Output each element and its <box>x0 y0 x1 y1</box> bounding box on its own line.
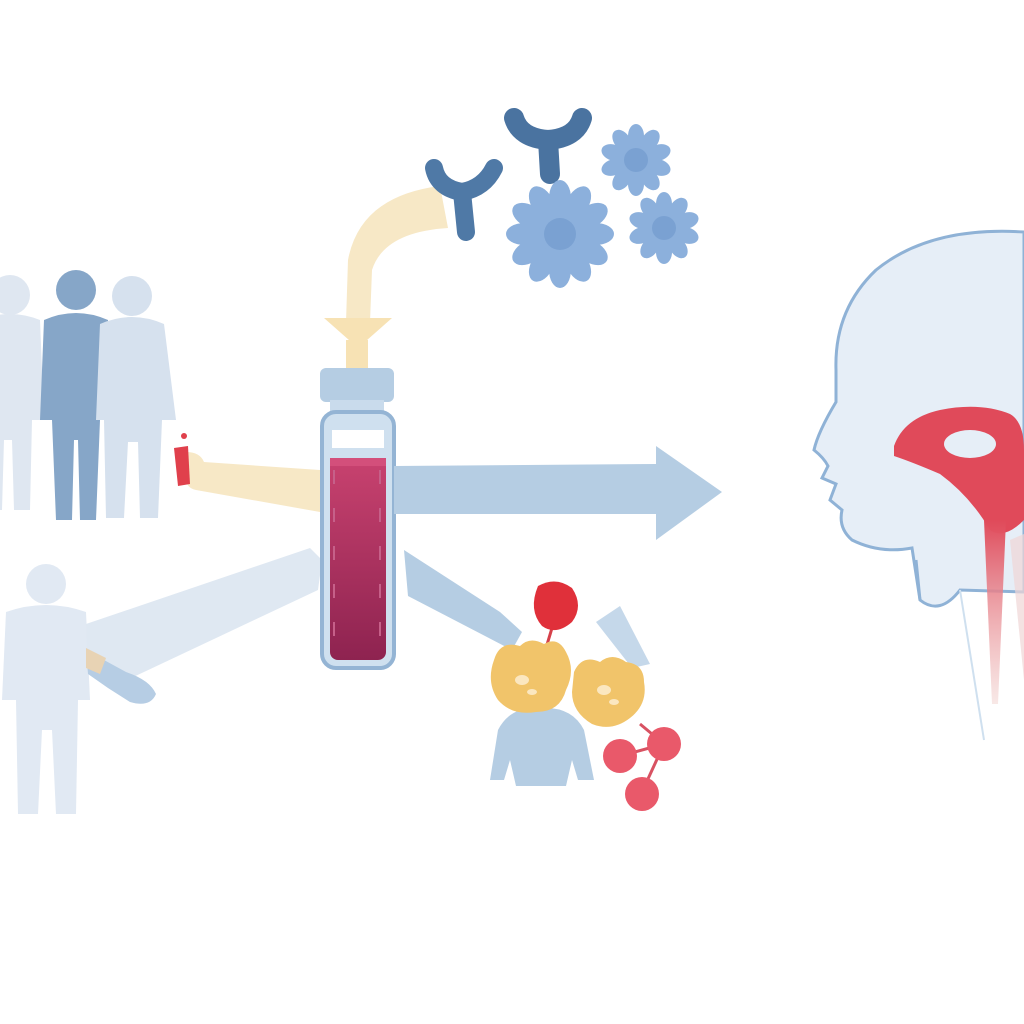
head-profile-icon <box>812 229 1024 741</box>
person-icon <box>96 276 176 518</box>
person-icon <box>40 270 112 520</box>
blood-sample-icon <box>174 433 320 512</box>
immune-cell-icon <box>490 581 645 786</box>
main-arrow <box>394 446 722 540</box>
virus-icon <box>506 180 614 288</box>
curved-arrow <box>324 186 448 370</box>
person-icon <box>0 275 44 510</box>
connector-arrow <box>404 550 522 650</box>
antibody-icon <box>425 159 503 241</box>
virus-icon <box>629 192 699 264</box>
wristband <box>86 648 106 674</box>
antibody-icon <box>504 108 592 184</box>
virus-icon <box>601 124 671 196</box>
connector-arrow <box>86 548 322 688</box>
test-tube-icon <box>320 368 396 670</box>
connector-arrow <box>596 606 650 668</box>
people-group-icon <box>0 270 176 520</box>
molecule-icon <box>603 722 681 811</box>
person-icon <box>2 564 90 814</box>
